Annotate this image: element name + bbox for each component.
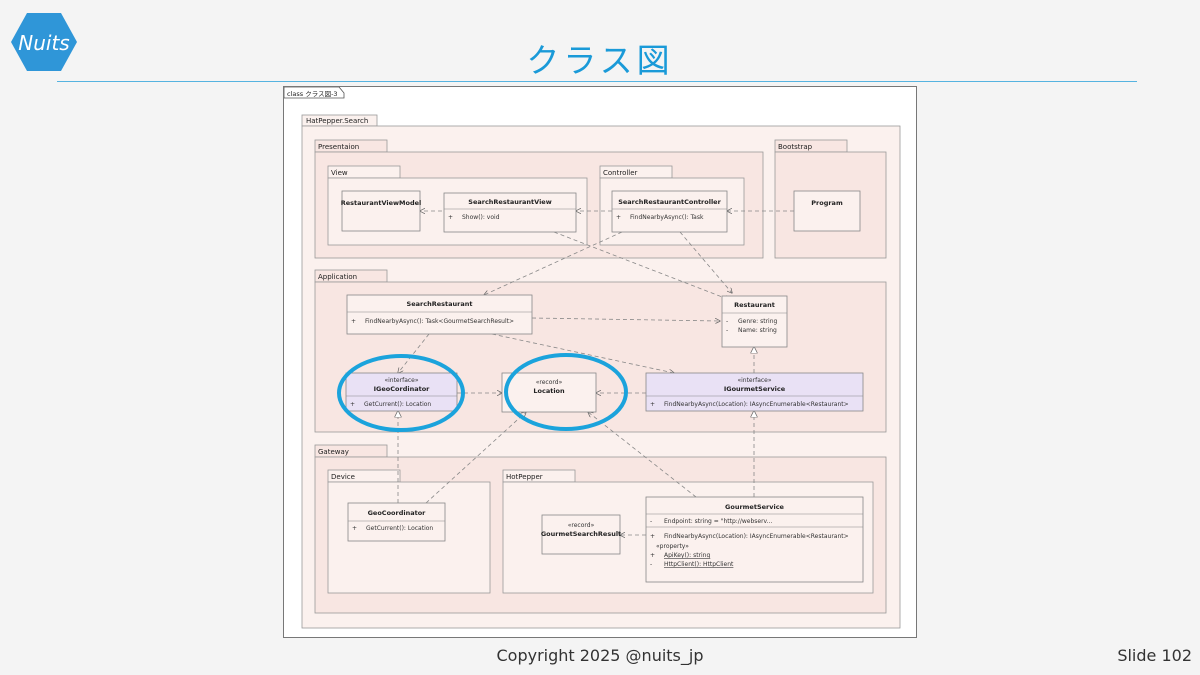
class-search-restaurant-controller: SearchRestaurantController + FindNearbyA… [611, 190, 728, 233]
interface-igourmet-service: «interface» IGourmetService + FindNearby… [645, 372, 864, 412]
stereotype-label: «interface» [737, 377, 771, 384]
member-visibility: + [350, 401, 355, 408]
slide-number: Slide 102 [1117, 646, 1192, 665]
package-label: HatPepper.Search [306, 117, 368, 125]
member-text: Endpoint: string = "http://webserv... [664, 518, 772, 525]
class-restaurant-view-model: RestaurantViewModel [341, 190, 422, 232]
class-gourmet-service: GourmetService - Endpoint: string = "htt… [645, 496, 864, 583]
member-text: FindNearbyAsync(Location): IAsyncEnumera… [664, 401, 849, 408]
highlight-igeo-cordinator [337, 354, 465, 432]
member-visibility: + [351, 318, 356, 325]
member-visibility: - [650, 561, 652, 568]
member-visibility: + [650, 533, 655, 540]
frame-label: class クラス図-3 [287, 90, 338, 98]
stereotype-label: «property» [656, 543, 689, 550]
class-name: GourmetService [725, 503, 785, 511]
title-divider [57, 81, 1137, 82]
class-program: Program [793, 190, 861, 232]
dependency-lines [398, 211, 794, 535]
class-name: RestaurantViewModel [341, 199, 422, 207]
member-visibility: - [650, 518, 652, 525]
package-label: Device [331, 473, 355, 481]
package-label: View [331, 169, 348, 177]
record-location: «record» Location [501, 372, 597, 413]
svg-text:Nuits: Nuits [18, 31, 69, 55]
package-label: Presentaion [318, 143, 359, 151]
class-geo-coordinator: GeoCoordinator + GetCurrent(): Location [347, 502, 446, 542]
member-text: FindNearbyAsync(): Task<GourmetSearchRes… [365, 318, 514, 325]
diagram-canvas: class クラス図-3 HatPepper.Search Presentaio… [283, 86, 901, 629]
package-label: Application [318, 273, 357, 281]
member-visibility: - [726, 318, 728, 325]
class-name: Program [811, 199, 843, 207]
stereotype-label: «interface» [384, 377, 418, 384]
member-visibility: + [650, 401, 655, 408]
member-text: ApiKey(): string [664, 552, 710, 559]
record-gourmet-search-result: «record» GourmetSearchResult [541, 514, 621, 555]
class-name: SearchRestaurant [407, 300, 473, 308]
member-visibility: + [650, 552, 655, 559]
member-visibility: + [616, 214, 621, 221]
class-name: GeoCoordinator [368, 509, 427, 517]
class-name: Restaurant [734, 301, 775, 309]
uml-class-diagram: class クラス図-3 HatPepper.Search Presentaio… [283, 86, 917, 638]
interface-igeo-cordinator: «interface» IGeoCordinator + GetCurrent(… [345, 372, 458, 412]
realization-lines [398, 347, 754, 503]
class-search-restaurant-view: SearchRestaurantView + Show(): void [443, 192, 577, 233]
class-name: SearchRestaurantView [468, 198, 551, 206]
highlight-location [504, 353, 628, 431]
nuits-logo-icon: Nuits [11, 13, 77, 71]
member-text: FindNearbyAsync(Location): IAsyncEnumera… [664, 533, 849, 540]
member-visibility: + [352, 525, 357, 532]
package-label: Gateway [318, 448, 349, 456]
stereotype-label: «record» [536, 379, 563, 386]
class-name: Location [533, 387, 565, 395]
member-text: HttpClient(): HttpClient [664, 561, 734, 568]
member-text: Show(): void [462, 214, 500, 221]
member-visibility: - [726, 327, 728, 334]
slide-title: クラス図 [526, 41, 674, 80]
class-name: GourmetSearchResult [541, 530, 621, 538]
class-name: SearchRestaurantController [618, 198, 721, 206]
package-label: Controller [603, 169, 638, 177]
member-text: Genre: string [738, 318, 778, 325]
member-text: FindNearbyAsync(): Task [630, 214, 704, 221]
class-name: IGourmetService [724, 385, 786, 393]
class-name: IGeoCordinator [374, 385, 431, 393]
package-label: HotPepper [506, 473, 543, 481]
package-label: Bootstrap [778, 143, 813, 151]
member-text: GetCurrent(): Location [364, 401, 431, 408]
member-visibility: + [448, 214, 453, 221]
copyright-footer: Copyright 2025 @nuits_jp [496, 646, 704, 665]
stereotype-label: «record» [568, 522, 595, 529]
highlight-ellipses [337, 353, 628, 432]
class-search-restaurant: SearchRestaurant + FindNearbyAsync(): Ta… [346, 294, 533, 335]
class-restaurant: Restaurant - Genre: string - Name: strin… [721, 295, 788, 348]
member-text: Name: string [738, 327, 777, 334]
member-text: GetCurrent(): Location [366, 525, 433, 532]
